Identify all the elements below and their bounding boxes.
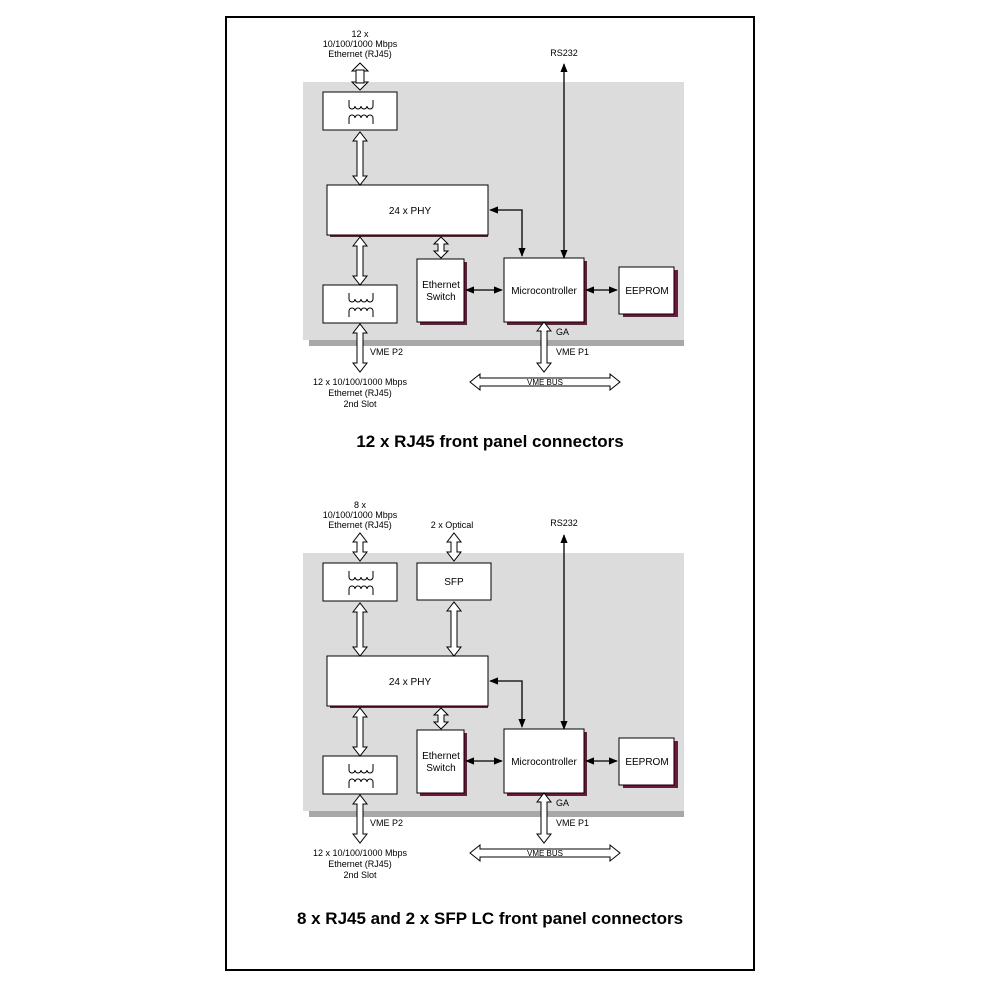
eeprom-label: EEPROM — [625, 286, 668, 297]
vme-p2-arrow — [351, 323, 369, 373]
vme-p1-label: VME P1 — [556, 347, 589, 357]
vme-bus-arrow — [469, 372, 621, 392]
transformer-phy-arrow — [351, 131, 369, 186]
eeprom-label: EEPROM — [625, 757, 668, 768]
diagram-1-caption: 12 x RJ45 front panel connectors — [356, 432, 624, 451]
top-connector-label-3: Ethernet (RJ45) — [328, 49, 392, 59]
ethernet-switch-block: Ethernet Switch — [416, 258, 467, 325]
top-connector-label-2: 10/100/1000 Mbps — [323, 39, 398, 49]
bottom-connector-label-1: 12 x 10/100/1000 Mbps — [313, 848, 408, 858]
ethernet-top-arrow — [351, 532, 369, 562]
optical-top-arrow — [445, 532, 463, 562]
bottom-connector-label-3: 2nd Slot — [343, 399, 377, 409]
vme-p2-label: VME P2 — [370, 347, 403, 357]
vme-p1-arrow — [535, 321, 553, 373]
rj45-transformer-top — [322, 91, 398, 131]
phy-block: 24 x PHY — [326, 655, 489, 708]
eeprom-block: EEPROM — [618, 737, 678, 788]
switch-label-line1: Ethernet — [422, 280, 460, 291]
sfp-block: SFP — [416, 562, 492, 601]
rs232-label: RS232 — [550, 518, 578, 528]
bottom-connector-label-2: Ethernet (RJ45) — [328, 859, 392, 869]
microcontroller-label: Microcontroller — [511, 757, 577, 768]
sfp-label: SFP — [444, 577, 464, 588]
top-connector-label-2: 10/100/1000 Mbps — [323, 510, 398, 520]
phy-transformer-bottom-arrow — [351, 236, 369, 286]
switch-label-line1: Ethernet — [422, 751, 460, 762]
switch-label-line2: Switch — [426, 292, 455, 303]
top-connector-label-3: Ethernet (RJ45) — [328, 520, 392, 530]
microcontroller-block: Microcontroller — [503, 257, 587, 325]
diagram-1: 24 x PHY Ethernet Switch Microcontroller… — [303, 29, 684, 409]
optical-label: 2 x Optical — [431, 520, 474, 530]
top-connector-label-1: 12 x — [351, 29, 369, 39]
phy-label: 24 x PHY — [389, 677, 432, 688]
vme-p2-label: VME P2 — [370, 818, 403, 828]
phy-transformer-bottom-arrow — [351, 707, 369, 757]
microcontroller-block: Microcontroller — [503, 728, 587, 796]
phy-switch-arrow — [432, 707, 450, 730]
ga-label: GA — [556, 327, 569, 337]
phy-label: 24 x PHY — [389, 206, 432, 217]
top-connector-label-1: 8 x — [354, 500, 367, 510]
phy-micro-line — [489, 206, 526, 257]
rj45-transformer-top — [322, 562, 398, 602]
ethernet-top-arrow — [350, 62, 370, 91]
transformer-phy-arrow — [351, 602, 369, 657]
phy-switch-arrow — [432, 236, 450, 259]
phy-micro-line — [489, 677, 526, 728]
vme-p2-arrow — [351, 794, 369, 844]
ga-label: GA — [556, 798, 569, 808]
vme-p1-arrow — [535, 792, 553, 844]
switch-label-line2: Switch — [426, 763, 455, 774]
bottom-connector-label-1: 12 x 10/100/1000 Mbps — [313, 377, 408, 387]
rj45-transformer-bottom — [322, 755, 398, 795]
vme-bus-label: VME BUS — [527, 849, 563, 858]
microcontroller-label: Microcontroller — [511, 286, 577, 297]
eeprom-block: EEPROM — [618, 266, 678, 317]
diagram-2: SFP 24 x PHY Ethernet Switch Microcontro… — [303, 500, 684, 880]
bottom-connector-label-2: Ethernet (RJ45) — [328, 388, 392, 398]
vme-p1-label: VME P1 — [556, 818, 589, 828]
sfp-phy-arrow — [445, 601, 463, 657]
vme-bus-label: VME BUS — [527, 378, 563, 387]
bottom-connector-label-3: 2nd Slot — [343, 870, 377, 880]
ethernet-switch-block: Ethernet Switch — [416, 729, 467, 796]
rj45-transformer-bottom — [322, 284, 398, 324]
vme-bus-arrow — [469, 843, 621, 863]
rs232-label: RS232 — [550, 48, 578, 58]
phy-block: 24 x PHY — [326, 184, 489, 237]
diagram-2-caption: 8 x RJ45 and 2 x SFP LC front panel conn… — [296, 909, 684, 928]
